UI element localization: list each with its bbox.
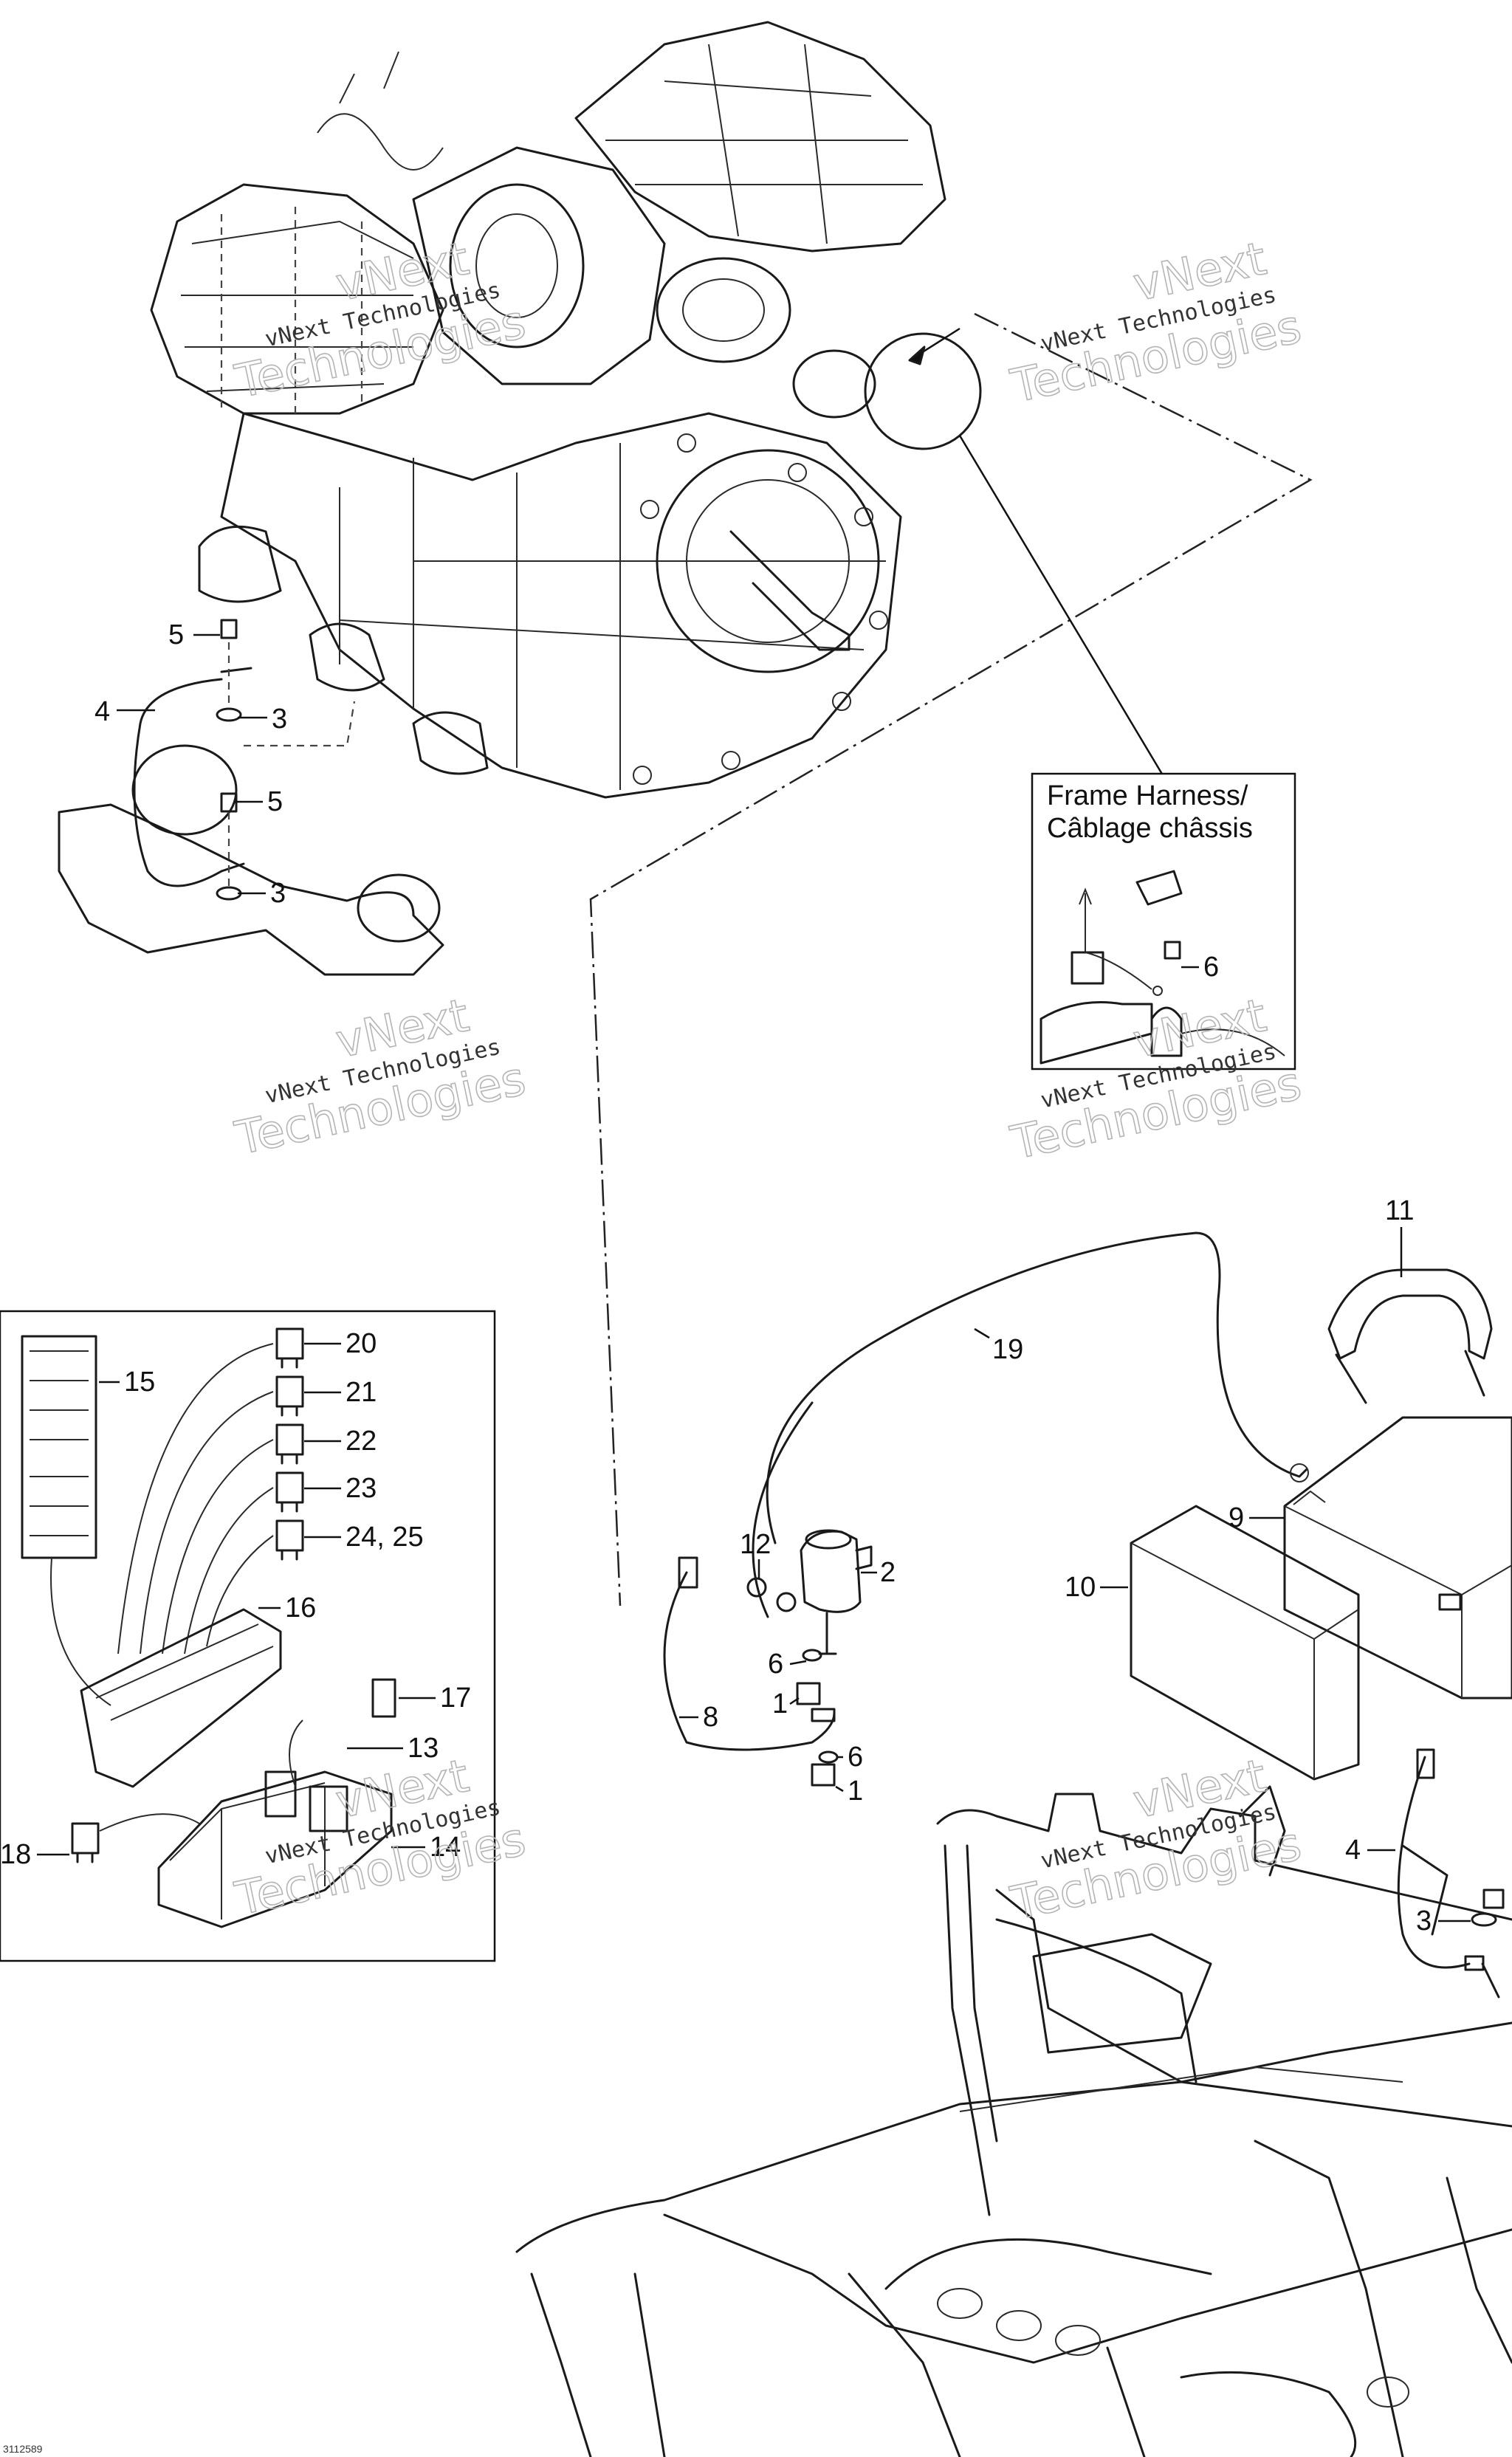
spare-fuses [275,1327,304,1561]
callout-9: 9 [1228,1502,1244,1533]
callout-11: 11 [1385,1195,1414,1226]
callout-21: 21 [346,1377,377,1408]
callouts-engine-ground: 5 4 3 5 3 [94,619,287,909]
callout-2: 2 [880,1557,896,1588]
callout-12: 12 [740,1529,771,1560]
callout-3: 3 [272,704,287,735]
callout-23: 23 [346,1473,377,1504]
callout-8: 8 [703,1702,718,1733]
fuse-box-inset [0,1310,496,1962]
callout-22: 22 [346,1426,377,1457]
callouts-battery-area: 11 19 9 10 12 2 6 1 8 6 1 4 3 [679,1195,1471,1937]
callout-5: 5 [168,619,184,650]
callout-4: 4 [94,696,110,727]
callout-3: 3 [1416,1906,1432,1937]
inset-title-line1: Frame Harness/ [1047,780,1248,811]
inset-title-line2: Câblage châssis [1047,813,1253,844]
callout-18: 18 [0,1839,31,1870]
callout-5: 5 [267,786,283,817]
callout-10: 10 [1065,1572,1096,1603]
callout-1: 1 [848,1776,863,1807]
figure-id: 3112589 [3,2443,43,2455]
engine-assembly [150,21,946,799]
callout-13: 13 [408,1733,439,1764]
vehicle-frame [515,1785,1512,2457]
callouts-fuse-box: 20 21 22 23 24, 25 15 16 17 13 14 18 [0,1328,471,1870]
callout-20: 20 [346,1328,377,1359]
callout-6: 6 [1203,952,1219,983]
callout-14: 14 [430,1832,461,1863]
callout-3: 3 [270,878,286,909]
callout-16: 16 [285,1592,316,1623]
battery-assembly [663,1231,1512,1999]
frame-harness-inset: Frame Harness/ Câblage châssis 6 [1031,772,1296,1071]
callout-15: 15 [124,1367,155,1398]
callout-6: 6 [768,1649,783,1680]
callout-19: 19 [992,1334,1023,1365]
callout-4: 4 [1345,1835,1361,1866]
connector-highlight-circle [864,332,982,450]
callout-24-25: 24, 25 [346,1522,424,1553]
callout-1: 1 [772,1688,788,1719]
callout-17: 17 [440,1683,471,1714]
callout-6: 6 [848,1742,863,1773]
engine-ground-cable [58,619,444,976]
